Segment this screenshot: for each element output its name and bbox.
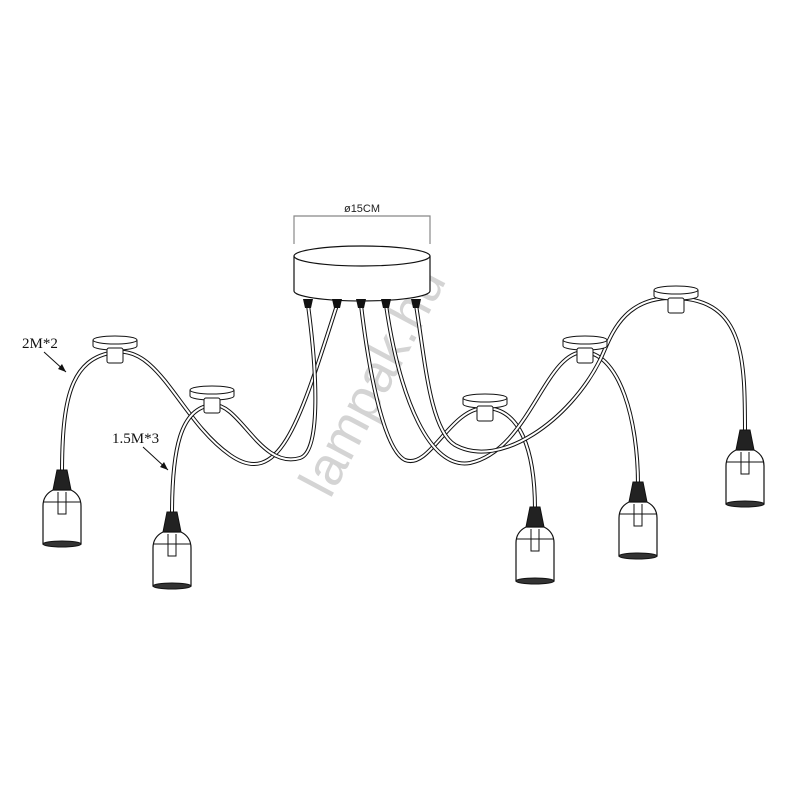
hook-plate (462, 393, 508, 403)
lamp-socket (725, 429, 765, 508)
socket-cone (735, 429, 755, 451)
socket-detail (153, 534, 191, 557)
ceiling-hook (653, 285, 699, 314)
socket-thread (42, 540, 82, 548)
lamp-socket (42, 469, 82, 548)
cable-core (360, 304, 536, 511)
hook-grip (476, 405, 494, 422)
socket-cone (52, 469, 72, 491)
lamp-socket (515, 506, 555, 585)
cable (414, 295, 747, 454)
hook-grip (203, 397, 221, 414)
ceiling-hook (189, 385, 235, 414)
connector (411, 299, 421, 308)
socket-body (515, 526, 555, 582)
arrow-head (58, 364, 66, 372)
socket-cone (162, 511, 182, 533)
dimension-label: ø15CM (344, 203, 380, 215)
hook-plate (92, 335, 138, 345)
socket-cone (525, 506, 545, 528)
socket-detail (726, 452, 764, 475)
cables (60, 295, 747, 516)
socket-body (42, 489, 82, 545)
socket-body (618, 501, 658, 557)
cable-length-label-short: 1.5M*3 (112, 431, 159, 447)
socket-thread (152, 582, 192, 590)
hook-plate (653, 285, 699, 295)
canopy-connectors (303, 299, 421, 308)
cable-core (385, 304, 639, 486)
socket-body (725, 449, 765, 505)
ceiling-hooks (92, 285, 699, 422)
hook-plate (562, 335, 608, 345)
cable (384, 304, 640, 486)
cable-outline (170, 304, 318, 516)
connector (381, 299, 391, 308)
cable-core (61, 304, 338, 476)
ceiling-hook (92, 335, 138, 364)
socket-thread (515, 577, 555, 585)
ceiling-canopy (293, 245, 431, 302)
lamp-sockets (42, 429, 765, 590)
hook-grip (576, 347, 594, 364)
hook-grip (667, 297, 685, 314)
cable-length-label-long: 2M*2 (22, 336, 58, 352)
connector (356, 299, 366, 308)
cable-outline (414, 295, 747, 454)
lamp-socket (152, 511, 192, 590)
cable (359, 304, 537, 511)
socket-thread (725, 500, 765, 508)
dimension-bracket (293, 215, 431, 244)
hook-plate (189, 385, 235, 395)
lamp-socket (618, 481, 658, 560)
cable-core (171, 304, 317, 516)
socket-cone (628, 481, 648, 503)
cable-core (415, 296, 746, 453)
cable (170, 304, 318, 516)
socket-thread (618, 552, 658, 560)
socket-detail (516, 529, 554, 552)
socket-detail (43, 492, 81, 515)
socket-detail (619, 504, 657, 527)
socket-body (152, 531, 192, 587)
connector (332, 299, 342, 308)
ceiling-hook (462, 393, 508, 422)
arrow-head (160, 462, 168, 470)
connector (303, 299, 313, 308)
ceiling-hook (562, 335, 608, 364)
hook-grip (106, 347, 124, 364)
cable (60, 304, 339, 476)
